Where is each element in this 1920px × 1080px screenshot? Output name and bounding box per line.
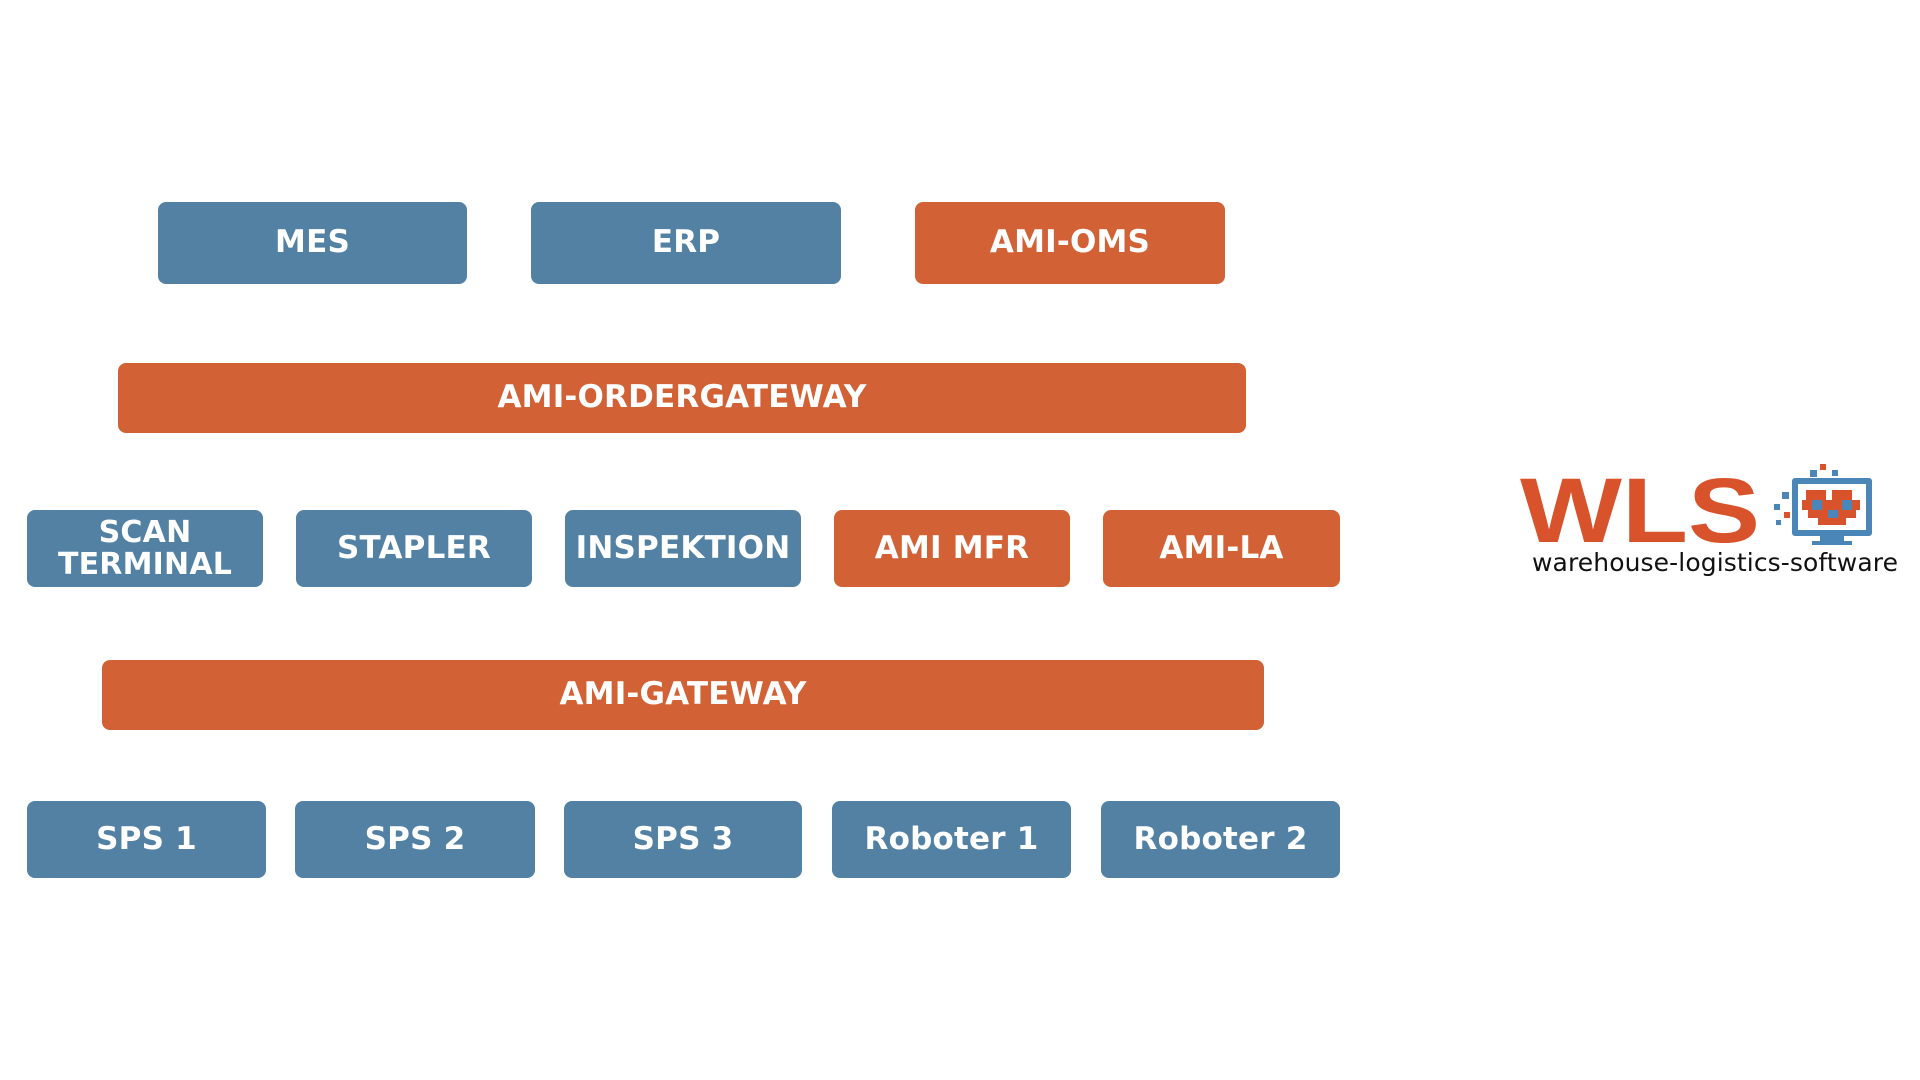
- ami-ordergateway-label: AMI-ORDERGATEWAY: [497, 379, 867, 416]
- ami-oms-label: AMI-OMS: [989, 224, 1151, 261]
- sps-1-label: SPS 1: [96, 820, 197, 857]
- mes-label: MES: [275, 224, 350, 261]
- sps-2-box: SPS 2: [295, 801, 535, 878]
- sps-3-box: SPS 3: [564, 801, 802, 878]
- erp-label: ERP: [651, 224, 721, 261]
- roboter-1-label: Roboter 1: [864, 820, 1039, 857]
- monitor-heart-pixel-icon: [1774, 464, 1872, 545]
- sps-2-label: SPS 2: [364, 820, 466, 857]
- wls-wordmark: WLS: [1520, 462, 1760, 552]
- inspektion-box: INSPEKTION: [565, 510, 801, 587]
- roboter-2-box: Roboter 2: [1101, 801, 1340, 878]
- wls-tagline: warehouse-logistics-software: [1532, 548, 1899, 577]
- ami-la-label: AMI-LA: [1159, 529, 1284, 566]
- inspektion-label: INSPEKTION: [575, 529, 791, 566]
- sps-3-label: SPS 3: [632, 820, 734, 857]
- sps-1-box: SPS 1: [27, 801, 266, 878]
- ami-la-box: AMI-LA: [1103, 510, 1340, 587]
- stapler-box: STAPLER: [296, 510, 532, 587]
- mes-box: MES: [158, 202, 467, 284]
- scan-terminal-label: SCAN TERMINAL: [57, 514, 233, 582]
- ami-mfr-box: AMI MFR: [834, 510, 1070, 587]
- scan-terminal-label-line2: TERMINAL: [57, 546, 233, 582]
- ami-gateway-label: AMI-GATEWAY: [559, 676, 807, 713]
- wls-logo: WLS: [1520, 462, 1898, 592]
- ami-oms-box: AMI-OMS: [915, 202, 1225, 284]
- ami-ordergateway-bar: AMI-ORDERGATEWAY: [118, 363, 1246, 433]
- erp-box: ERP: [531, 202, 841, 284]
- roboter-2-label: Roboter 2: [1133, 820, 1308, 857]
- roboter-1-box: Roboter 1: [832, 801, 1071, 878]
- scan-terminal-box: SCAN TERMINAL: [27, 510, 263, 587]
- stapler-label: STAPLER: [337, 529, 491, 566]
- ami-mfr-label: AMI MFR: [874, 529, 1030, 566]
- wls-logo-graphic: WLS: [1520, 462, 1872, 552]
- ami-gateway-bar: AMI-GATEWAY: [102, 660, 1264, 730]
- scan-terminal-label-line1: SCAN: [98, 514, 192, 550]
